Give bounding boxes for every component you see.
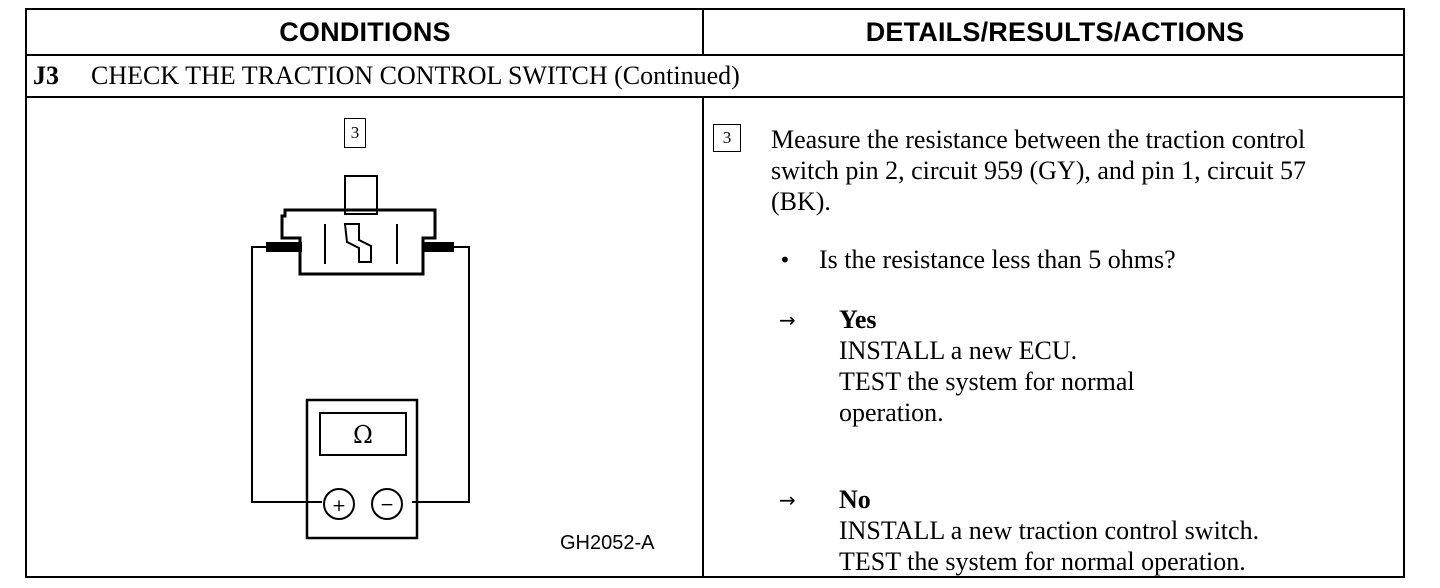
switch-icon xyxy=(266,175,454,276)
no-action: TEST the system for normal operation. xyxy=(839,547,1246,576)
title-divider xyxy=(27,96,1403,98)
instruction-line: (BK). xyxy=(771,187,831,216)
diagnostic-table: CONDITIONS DETAILS/RESULTS/ACTIONS J3 CH… xyxy=(25,8,1405,578)
no-branch: No INSTALL a new traction control switch… xyxy=(839,484,1259,577)
step-code: J3 xyxy=(33,61,59,90)
instruction-text: Measure the resistance between the tract… xyxy=(771,124,1306,217)
circuit-diagram: Ω + − xyxy=(251,175,470,540)
no-arrow-icon: → xyxy=(779,488,796,512)
question-bullet: • xyxy=(779,248,791,272)
instruction-line: Measure the resistance between the tract… xyxy=(771,125,1306,154)
yes-action: TEST the system for normal xyxy=(839,367,1135,396)
figure-step-marker: 3 xyxy=(344,118,366,148)
figure-id: GH2052-A xyxy=(560,532,655,554)
yes-label: Yes xyxy=(839,305,877,334)
plus-terminal: + xyxy=(332,496,346,516)
no-label: No xyxy=(839,485,871,514)
step-title: CHECK THE TRACTION CONTROL SWITCH (Conti… xyxy=(91,61,740,90)
details-step-marker: 3 xyxy=(713,124,741,152)
header-conditions: CONDITIONS xyxy=(279,16,451,47)
ohm-symbol: Ω xyxy=(353,421,373,449)
question-text: Is the resistance less than 5 ohms? xyxy=(819,245,1176,274)
header-divider xyxy=(27,54,1403,56)
header-details: DETAILS/RESULTS/ACTIONS xyxy=(865,16,1245,47)
instruction-line: switch pin 2, circuit 959 (GY), and pin … xyxy=(771,156,1307,185)
yes-action: INSTALL a new ECU. xyxy=(839,336,1078,365)
step-title-row: J3 CHECK THE TRACTION CONTROL SWITCH (Co… xyxy=(27,56,1403,96)
ohmmeter-icon xyxy=(305,398,419,540)
yes-branch: Yes INSTALL a new ECU. TEST the system f… xyxy=(839,304,1135,428)
header-column-divider xyxy=(702,10,704,56)
yes-action: operation. xyxy=(839,398,944,427)
no-action: INSTALL a new traction control switch. xyxy=(839,516,1260,545)
minus-terminal: − xyxy=(380,495,394,515)
yes-arrow-icon: → xyxy=(779,308,796,332)
body-column-divider xyxy=(702,98,704,578)
